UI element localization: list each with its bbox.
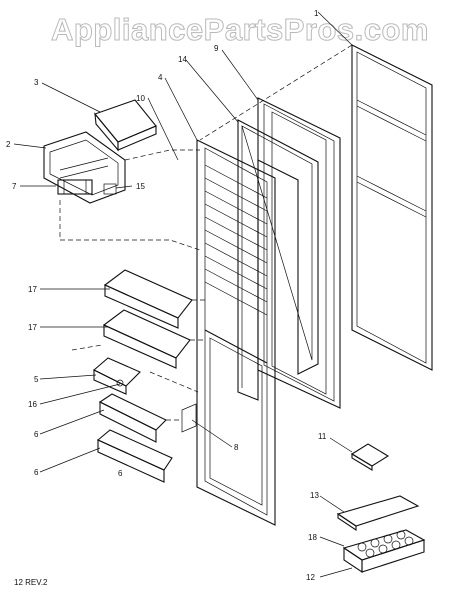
assembly-guide-lines <box>59 44 353 421</box>
callout-6b: 6 <box>34 468 39 477</box>
leader-lines <box>13 11 353 578</box>
callout-7: 7 <box>12 182 17 191</box>
door-gasket[interactable] <box>257 97 341 409</box>
callout-15: 15 <box>136 182 145 191</box>
callout-8: 8 <box>234 443 239 452</box>
callout-14: 14 <box>178 55 187 64</box>
callout-2: 2 <box>6 140 11 149</box>
callout-13: 13 <box>310 491 319 500</box>
callout-17a: 17 <box>28 285 37 294</box>
door-bin-2[interactable] <box>96 429 173 483</box>
watermark-text: AppliancePartsPros.com <box>51 12 429 48</box>
bin-bracket[interactable] <box>103 183 117 195</box>
auger-motor[interactable] <box>57 179 93 195</box>
callout-5: 5 <box>34 375 39 384</box>
ice-bin-housing[interactable] <box>43 131 126 204</box>
dairy-bin[interactable] <box>93 357 141 395</box>
callout-10: 10 <box>136 94 145 103</box>
callout-11: 11 <box>318 432 327 441</box>
door-liner-frame[interactable] <box>237 119 319 401</box>
ice-tray-lid[interactable] <box>336 495 420 532</box>
ice-tray-small[interactable] <box>350 443 390 471</box>
callout-17b: 17 <box>28 323 37 332</box>
door-bin-1[interactable] <box>98 393 167 443</box>
callout-3: 3 <box>34 78 39 87</box>
callout-16: 16 <box>28 400 37 409</box>
outer-door-panel[interactable] <box>351 44 433 371</box>
callout-9: 9 <box>214 44 219 53</box>
ice-tray[interactable] <box>342 529 426 574</box>
bin-cap[interactable] <box>116 379 124 387</box>
callout-18: 18 <box>308 533 317 542</box>
bin-rail[interactable] <box>181 403 197 433</box>
bin-cover[interactable] <box>94 99 157 152</box>
callout-6c: 6 <box>118 469 123 478</box>
callout-12: 12 <box>306 573 315 582</box>
revision-label: 12 REV.2 <box>14 578 48 587</box>
door-shelf-upper[interactable] <box>103 269 193 329</box>
door-shelf-lower[interactable] <box>102 309 191 369</box>
callout-6a: 6 <box>34 430 39 439</box>
callout-1: 1 <box>314 9 319 18</box>
callout-4: 4 <box>158 73 163 82</box>
inner-door-liner[interactable] <box>196 139 276 526</box>
